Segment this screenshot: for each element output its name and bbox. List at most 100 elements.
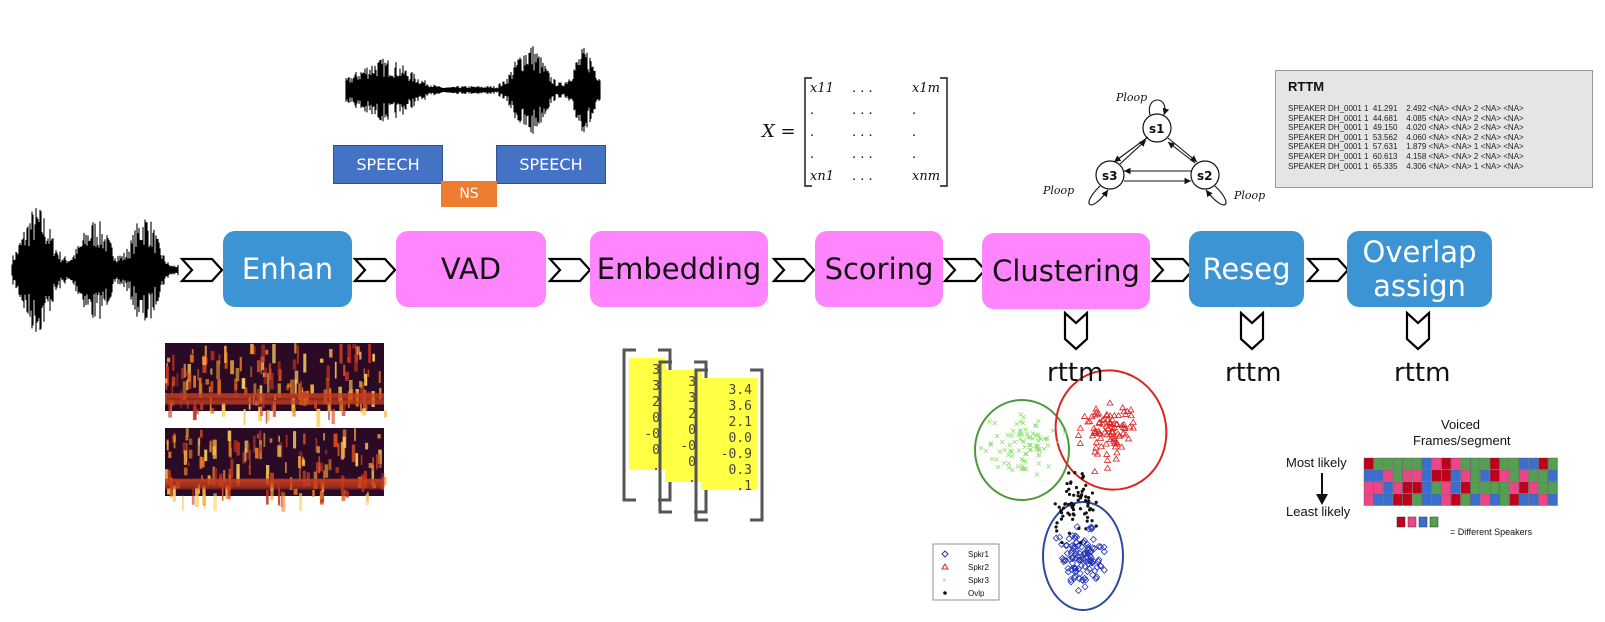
grid-cell xyxy=(1441,457,1451,470)
spectrogram-band xyxy=(312,490,315,497)
grid-cell xyxy=(1509,469,1519,482)
spectrogram-band xyxy=(371,464,375,485)
spectrogram-band xyxy=(212,446,217,455)
spectrogram-band xyxy=(248,465,251,476)
speaker-color-swatch xyxy=(1407,516,1417,528)
point-spkr2 xyxy=(1113,449,1121,456)
spectrogram-band xyxy=(213,493,217,512)
point-ovlp xyxy=(1059,508,1063,512)
self-loop-s2 xyxy=(1205,185,1227,206)
matrix-cell: x11 xyxy=(810,81,834,96)
ns-label: NS xyxy=(459,186,479,202)
spectrogram-band xyxy=(331,408,335,425)
spectrogram-band xyxy=(213,468,218,483)
point-spkr1 xyxy=(1064,564,1072,572)
point-spkr1 xyxy=(1063,549,1071,557)
spectrogram-band xyxy=(287,383,291,388)
point-spkr3: × xyxy=(1025,432,1032,441)
point-spkr3: × xyxy=(1036,433,1043,442)
spectrogram-band xyxy=(259,385,263,404)
spectrogram-band xyxy=(294,370,299,384)
point-spkr3: × xyxy=(1033,445,1040,454)
point-spkr1 xyxy=(1095,556,1103,564)
point-spkr3: × xyxy=(1018,418,1025,427)
rttm-panel-title: RTTM xyxy=(1288,79,1325,94)
grid-cell xyxy=(1470,457,1481,470)
matrix-cell: xn1 xyxy=(810,169,834,184)
point-spkr3: × xyxy=(982,447,989,456)
grid-cell xyxy=(1363,481,1374,494)
spectrogram-band xyxy=(261,344,266,363)
spectrogram-band xyxy=(289,477,293,491)
spectrogram-band xyxy=(277,383,281,398)
spectrogram-band xyxy=(204,345,207,366)
grid-cell xyxy=(1402,457,1413,470)
point-spkr3: × xyxy=(1022,457,1029,466)
point-spkr3: × xyxy=(991,418,998,427)
point-spkr3: × xyxy=(988,439,995,448)
spectrogram-band xyxy=(334,361,337,379)
vector-value: 3 xyxy=(688,391,696,406)
spectrogram-band xyxy=(293,431,297,449)
point-ovlp xyxy=(1060,540,1064,545)
spectrogram-band xyxy=(204,449,208,462)
point-spkr2 xyxy=(1113,420,1121,427)
embedding-vector-front: 3.43.62.10.0-0.90.3.1 xyxy=(694,368,764,522)
vector-value: 0 xyxy=(652,443,660,458)
rttm-line: SPEAKER DH_0001 1 65.335 4.306 <NA> <NA>… xyxy=(1288,161,1524,171)
spectrogram-band xyxy=(236,464,240,484)
hmm-edge xyxy=(1167,141,1196,164)
point-spkr3: × xyxy=(1006,440,1013,449)
vector-fill xyxy=(701,378,757,490)
spectrogram-band xyxy=(303,353,307,373)
spectrogram-band xyxy=(205,379,210,385)
point-spkr3: × xyxy=(1027,440,1034,449)
spectrogram-band xyxy=(355,453,359,467)
spectrogram-band xyxy=(168,451,172,459)
spectrogram-band xyxy=(260,357,263,363)
point-ovlp xyxy=(1086,496,1091,500)
legend-label-spk1: Spkr1 xyxy=(968,550,989,559)
rttm-line: SPEAKER DH_0001 1 53.562 4.060 <NA> <NA>… xyxy=(1288,132,1524,142)
point-ovlp xyxy=(1057,505,1061,509)
matrix-cell: . xyxy=(810,125,814,140)
point-spkr3: × xyxy=(1001,446,1008,455)
point-spkr1 xyxy=(1060,556,1068,564)
grid-cell xyxy=(1373,481,1384,494)
spectrogram-row xyxy=(165,396,384,399)
point-spkr3: × xyxy=(1035,451,1042,460)
point-spkr3: × xyxy=(996,447,1003,456)
matrix-cell: . xyxy=(912,103,916,118)
grid-cell xyxy=(1373,457,1384,470)
spectrogram-band xyxy=(182,442,187,454)
point-spkr3: × xyxy=(1041,444,1048,453)
hmm-edge xyxy=(1113,136,1149,163)
spectrogram-row xyxy=(165,401,384,404)
point-ovlp xyxy=(1094,500,1098,504)
spectrogram-band xyxy=(257,389,260,402)
spectrogram-band xyxy=(363,368,366,379)
point-spkr1 xyxy=(1081,583,1089,591)
spectrogram-band xyxy=(340,441,344,460)
spectrogram-band xyxy=(229,469,232,475)
spectrogram-band xyxy=(244,440,249,453)
grid-cell xyxy=(1470,481,1481,494)
point-ovlp xyxy=(1080,472,1084,476)
point-spkr1 xyxy=(1085,565,1094,573)
spectrogram-band xyxy=(372,353,375,362)
spectrogram-band xyxy=(253,383,257,396)
spectrogram-band xyxy=(244,387,248,396)
overlap-title-line2: Frames/segment xyxy=(1413,433,1511,448)
least-likely-label: Least likely xyxy=(1286,504,1351,519)
spectrogram-band xyxy=(210,368,213,375)
spectrogram-band xyxy=(367,491,369,501)
vector-value: 3 xyxy=(688,375,696,390)
point-ovlp xyxy=(1084,483,1088,487)
spectrogram-band xyxy=(165,378,168,384)
grid-cell xyxy=(1460,493,1471,506)
point-spkr3: × xyxy=(1009,452,1016,461)
grid-cell xyxy=(1489,493,1500,506)
spectrogram-band xyxy=(321,482,325,492)
spectrogram-band xyxy=(344,371,349,381)
spectrogram-row xyxy=(165,395,384,398)
